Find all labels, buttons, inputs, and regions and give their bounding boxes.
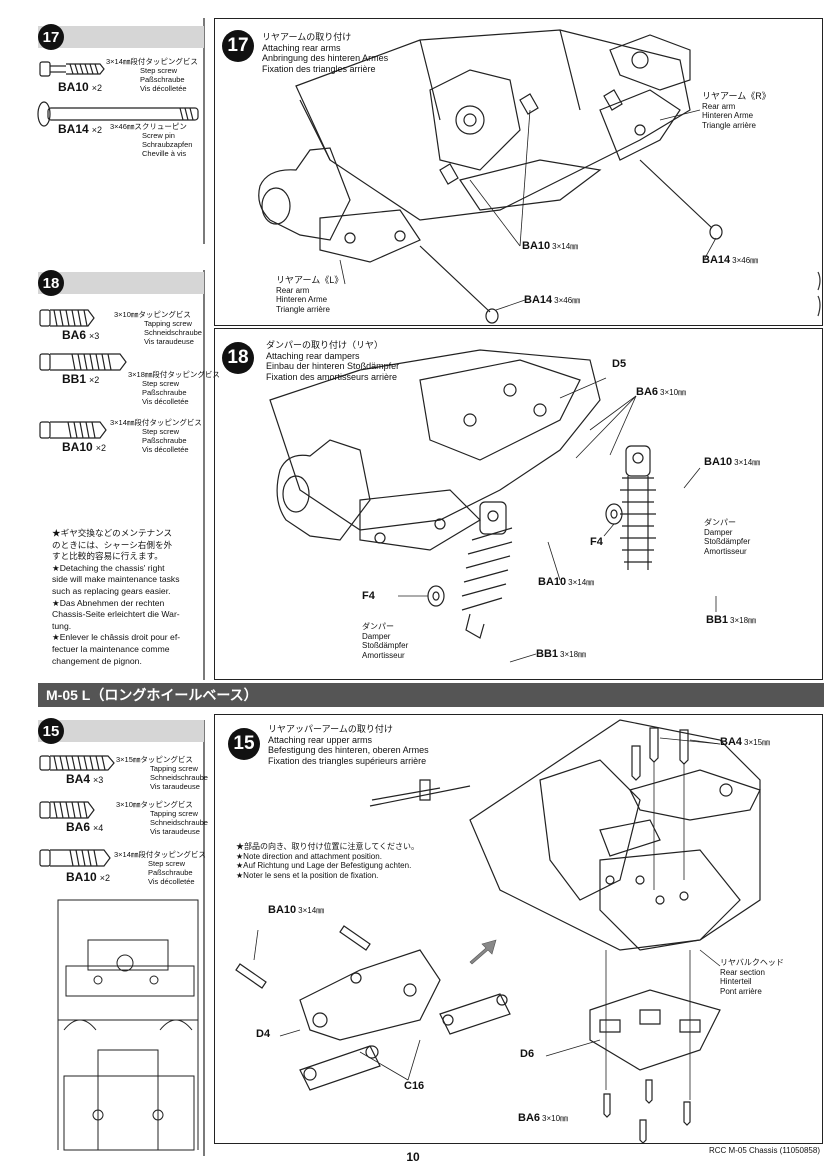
arrow-icon bbox=[469, 939, 497, 965]
sidebar-step18-number: 18 bbox=[38, 270, 64, 296]
sidebar15-part3-label: 3×14㎜段付タッピングビス Step screw Paßschraube Vi… bbox=[114, 850, 206, 886]
step15-orientation-note: ★部品の向き、取り付け位置に注意してください。 ★Note direction … bbox=[236, 842, 419, 880]
step15-c16-label: C16 bbox=[404, 1080, 425, 1092]
ba4-screws-drawing bbox=[631, 727, 689, 781]
upper-arm-parts-drawing bbox=[299, 949, 511, 1091]
sidebar15-part1-code: BA4×3 bbox=[66, 772, 104, 786]
damper-left-drawing bbox=[461, 501, 513, 639]
step18-d5-label: D5 bbox=[612, 358, 627, 370]
step18-f4-right-label: F4 bbox=[590, 536, 603, 548]
sidebar15-part1-label: 3×15㎜タッピングビス Tapping screw Schneidschrau… bbox=[116, 755, 208, 791]
sidebar15-part3-code: BA10×2 bbox=[66, 870, 110, 884]
sidebar18-part3-label: 3×14㎜段付タッピングビス Step screw Paßschraube Vi… bbox=[110, 418, 202, 454]
step18-chassis-drawing bbox=[269, 349, 601, 551]
page-number: 10 bbox=[406, 1150, 420, 1164]
step17-chassis-drawing bbox=[258, 29, 723, 324]
rear-bulkhead-lower-drawing bbox=[589, 989, 721, 1071]
step18-leader-lines bbox=[398, 377, 717, 663]
step15-leader-lines bbox=[253, 737, 721, 1100]
step15-d6-label: D6 bbox=[520, 1048, 535, 1060]
sidebar-step18-header bbox=[38, 272, 204, 294]
step17-panel bbox=[214, 18, 823, 326]
step18-damper-left-label: ダンパー Damper Stoßdämpfer Amortisseur bbox=[362, 622, 409, 660]
chassis-topview-sketch bbox=[57, 899, 199, 1151]
step15-chassis-drawing bbox=[369, 719, 761, 951]
sidebar17-part2-label: 3×46㎜スクリューピン Screw pin Schraubzapfen Che… bbox=[110, 122, 193, 158]
step-screw-icon bbox=[39, 61, 105, 77]
sidebar18-part2-label: 3×18㎜段付タッピングビス Step screw Paßschraube Vi… bbox=[128, 370, 220, 406]
step17-rear-arm-left-label: リヤアーム《L》 Rear arm Hinteren Arme Triangle… bbox=[276, 275, 344, 314]
sidebar17-part1-code: BA10×2 bbox=[58, 80, 102, 94]
sidebar18-part3-code: BA10×2 bbox=[62, 440, 106, 454]
tapping-screw-icon bbox=[39, 309, 95, 327]
sidebar17-part1-label: 3×14㎜段付タッピングビス Step screw Paßschraube Vi… bbox=[106, 57, 198, 93]
sidebar18-part1-code: BA6×3 bbox=[62, 328, 100, 342]
step18-panel bbox=[214, 328, 823, 680]
screw-pin-icon bbox=[37, 101, 199, 127]
step-screw-icon bbox=[39, 849, 111, 867]
step15-title: リヤアッパーアームの取り付け Attaching rear upper arms… bbox=[268, 724, 429, 766]
step15-d4-label: D4 bbox=[256, 1028, 271, 1040]
step18-title: ダンパーの取り付け（リヤ） Attaching rear dampers Ein… bbox=[266, 340, 400, 382]
step18-f4-left-label: F4 bbox=[362, 590, 375, 602]
step17-leader-lines bbox=[339, 109, 717, 311]
sidebar-step17-number: 17 bbox=[38, 24, 64, 50]
model-banner: M-05 L（ロングホイールベース） bbox=[38, 683, 824, 707]
step15-bulkhead-label: リヤバルクヘッド Rear section Hinterteil Pont ar… bbox=[720, 958, 784, 996]
sidebar15-part2-code: BA6×4 bbox=[66, 820, 104, 834]
sidebar18-part1-label: 3×10㎜タッピングビス Tapping screw Schneidschrau… bbox=[114, 310, 202, 346]
sidebar17-part2-code: BA14×2 bbox=[58, 122, 102, 136]
step17-title: リヤアームの取り付け Attaching rear arms Anbringun… bbox=[262, 32, 389, 74]
step-screw-icon bbox=[39, 353, 127, 371]
tapping-screw-icon bbox=[39, 801, 95, 819]
step15-number: 15 bbox=[228, 728, 260, 760]
ba10-screws-drawing bbox=[235, 925, 371, 989]
maintenance-note: ★ギヤ交換などのメンテナンス のときには、シャーシ右側を外 すと比較的容易に行え… bbox=[52, 528, 181, 666]
step15-panel bbox=[214, 714, 823, 1144]
ba6-screws-drawing bbox=[603, 1079, 691, 1144]
step17-rear-arm-right-label: リヤアーム《R》 Rear arm Hinteren Arme Triangle… bbox=[702, 91, 771, 130]
sidebar-step15-header bbox=[38, 720, 204, 742]
step18-number: 18 bbox=[222, 342, 254, 374]
step-screw-icon bbox=[39, 421, 107, 439]
footer-label: RCC M-05 Chassis (11050858) bbox=[708, 1146, 820, 1155]
sidebar18-part2-code: BB1×2 bbox=[62, 372, 100, 386]
step18-damper-right-label: ダンパー Damper Stoßdämpfer Amortisseur bbox=[704, 518, 751, 556]
damper-right-drawing bbox=[620, 445, 656, 570]
edge-mark-icon bbox=[817, 271, 821, 317]
sidebar-step17-header bbox=[38, 26, 204, 48]
tapping-screw-icon bbox=[39, 755, 115, 771]
sidebar-step15-number: 15 bbox=[38, 718, 64, 744]
step17-number: 17 bbox=[222, 30, 254, 62]
sidebar15-part2-label: 3×10㎜タッピングビス Tapping screw Schneidschrau… bbox=[116, 800, 208, 836]
